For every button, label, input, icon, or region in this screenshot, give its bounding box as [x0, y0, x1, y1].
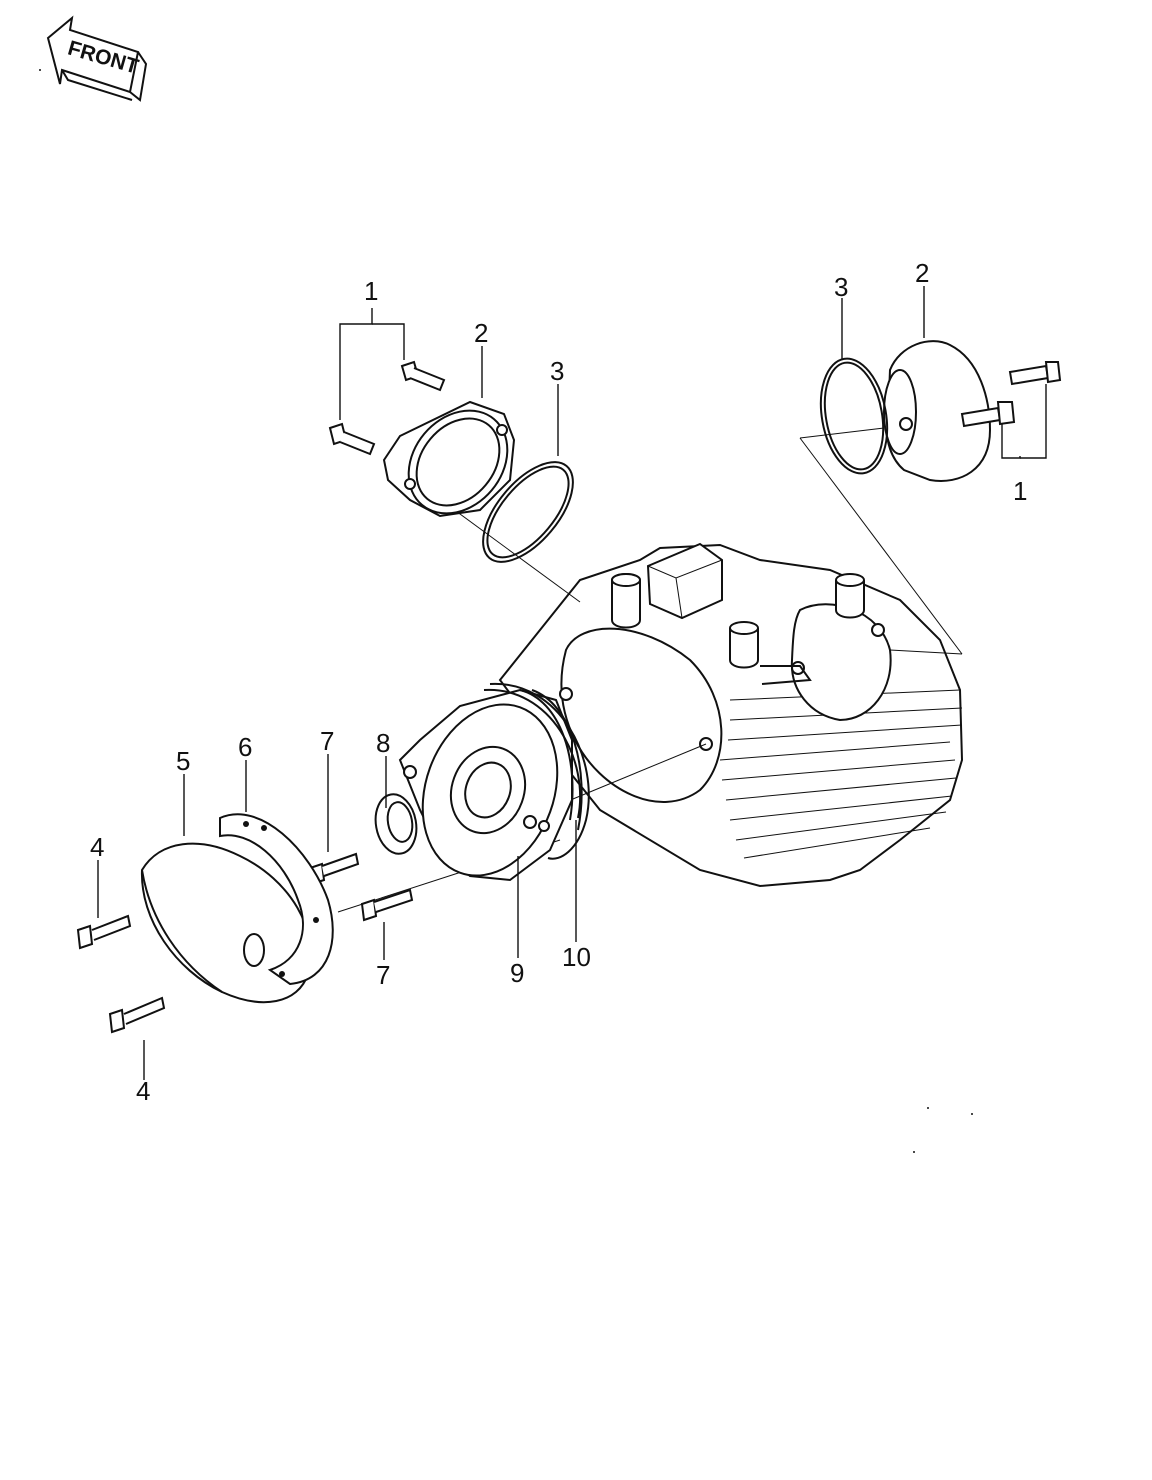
callout-screw-7-upper: 7 [320, 726, 334, 756]
left-o-ring [482, 461, 574, 563]
callout-numbers: 1 1 2 2 3 3 4 4 5 6 7 7 8 9 10 [90, 258, 1027, 1106]
callout-bolt-left-set: 1 [364, 276, 378, 306]
front-arrow: FRONT [46, 15, 148, 102]
cover-gasket [219, 813, 334, 986]
callout-oring-left: 3 [550, 356, 564, 386]
right-bolts [960, 361, 1062, 428]
callout-housing: 9 [510, 958, 524, 988]
cylinder-head [498, 542, 964, 888]
screws-4 [76, 914, 166, 1034]
callout-oring-right: 3 [834, 272, 848, 302]
callout-screw-upper: 4 [90, 832, 104, 862]
scan-specks [39, 69, 973, 1153]
callout-housing-oring: 10 [562, 942, 591, 972]
callout-screw-7-lower: 7 [376, 960, 390, 990]
callout-screw-lower: 4 [136, 1076, 150, 1106]
right-o-ring [819, 357, 889, 475]
callout-leaders [97, 286, 1047, 1080]
right-cover-cap [883, 340, 992, 482]
housing-o-ring [483, 682, 590, 860]
cooling-fins [719, 689, 963, 859]
callout-cap-right: 2 [915, 258, 929, 288]
callout-cover-gasket: 6 [238, 732, 252, 762]
camshaft-housing [398, 688, 583, 882]
callout-cap-left: 2 [474, 318, 488, 348]
left-bearing-cap [382, 400, 516, 518]
callout-cover: 5 [176, 746, 190, 776]
callout-bolt-right-set: 1 [1013, 476, 1027, 506]
oil-seal [374, 793, 418, 855]
callout-oil-seal: 8 [376, 728, 390, 758]
left-bolts [328, 360, 446, 456]
